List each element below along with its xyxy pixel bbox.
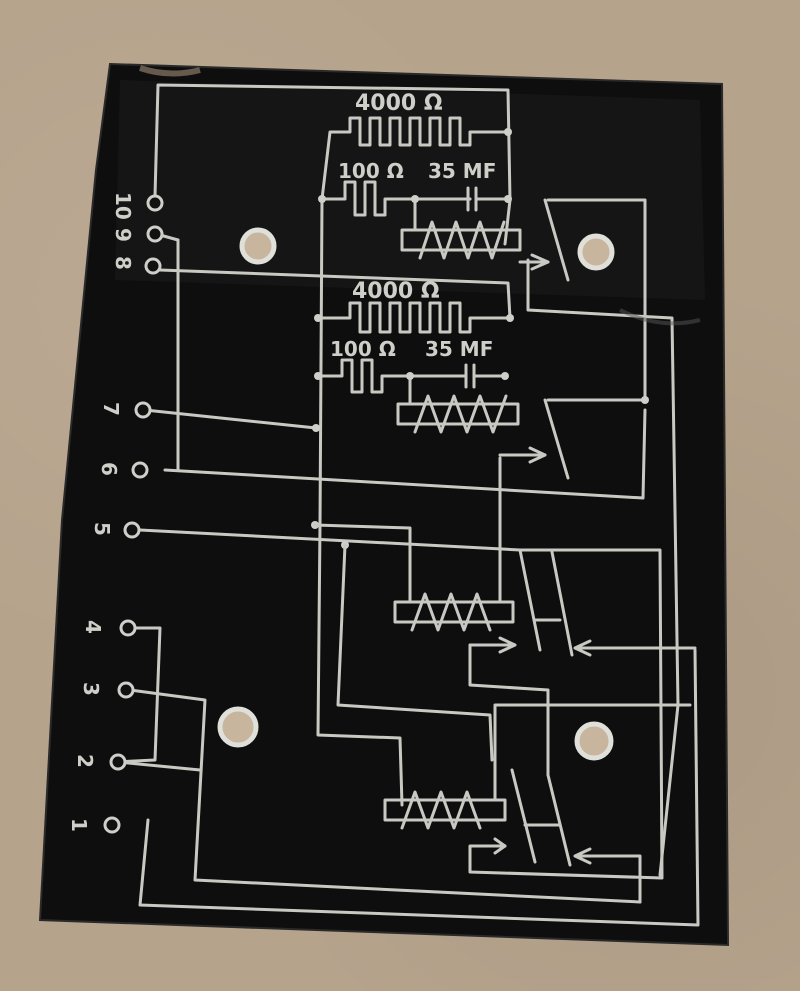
terminal-1 (103, 816, 121, 834)
label-4000-ohm-upper: 4000 Ω (355, 91, 443, 116)
node (314, 372, 322, 380)
trace-main-bus (153, 83, 512, 246)
label-100-ohm-upper: 100 Ω (338, 159, 404, 183)
node (406, 372, 414, 380)
wear-mark (139, 65, 201, 77)
trace-rheostat-mid-left (313, 523, 412, 602)
node (411, 195, 419, 203)
network-lower: 4000 Ω 100 Ω 35 MF (158, 268, 520, 434)
terminal-column: 10 9 8 7 6 5 4 3 2 1 (67, 192, 180, 834)
trace-outer-bottom (138, 648, 700, 927)
terminal-7 (134, 401, 152, 419)
label-35mf-upper: 35 MF (428, 159, 496, 183)
trace-terminal-3-loop (128, 688, 642, 904)
node (318, 195, 326, 203)
node (641, 396, 649, 404)
label-terminal-6: 6 (97, 462, 121, 476)
switch-lower-arrow-b (573, 639, 697, 657)
switch-arrow-middle (528, 446, 547, 464)
rheostat-bottom-coil (400, 790, 482, 830)
label-terminal-7: 7 (99, 402, 123, 416)
trace-long-snake (336, 543, 494, 762)
trace-terminal-4-loop (113, 626, 162, 764)
label-terminal-2: 2 (73, 754, 97, 768)
trace-terminal-2-link (116, 760, 202, 772)
label-terminal-3: 3 (79, 682, 103, 696)
mounting-hole-bottom-right (574, 721, 614, 761)
switch-arrow-upper (530, 253, 550, 271)
terminal-5 (123, 521, 141, 539)
rheostat-lower-coil (413, 394, 508, 434)
mounting-hole-bottom-left (217, 706, 259, 748)
network-lower-switches (113, 456, 700, 927)
switch-bottom-pair (510, 768, 572, 867)
rheostat-upper-frame (400, 228, 522, 252)
resistor-4000-lower (316, 301, 512, 334)
label-100-ohm-lower: 100 Ω (330, 337, 396, 361)
trace-6-return (163, 408, 647, 500)
wear-mark (619, 308, 701, 326)
node (312, 424, 320, 432)
node (504, 195, 512, 203)
label-terminal-5: 5 (90, 522, 114, 536)
switch-bottom-arrow-left (488, 837, 507, 855)
trace-center-vertical (316, 197, 404, 807)
terminal-9 (146, 225, 164, 243)
switch-bottom-arrow-right (573, 847, 642, 904)
label-terminal-4: 4 (81, 620, 105, 634)
rheostat-upper-coil (418, 220, 506, 260)
node (504, 128, 512, 136)
metal-plate (38, 62, 730, 947)
node (506, 314, 514, 322)
capacitor-upper (466, 186, 510, 212)
rheostat-mid-coil (410, 592, 492, 632)
switch-lower-arrow-a (468, 636, 517, 654)
trace-right-loop-outer (526, 258, 680, 877)
switch-lower-pair-a (518, 548, 574, 657)
resistor-100-upper (320, 180, 472, 217)
mounting-hole-top-right (577, 233, 615, 271)
terminal-8 (144, 257, 162, 275)
trace-rheostat-bottom-right (493, 703, 692, 802)
terminal-6 (131, 461, 149, 479)
trace-7-link (143, 408, 318, 430)
capacitor-lower (464, 363, 507, 389)
label-35mf-lower: 35 MF (425, 337, 493, 361)
terminal-2 (109, 753, 127, 771)
label-terminal-9: 9 (111, 228, 135, 242)
label-terminal-10: 10 (111, 192, 135, 220)
trace-right-loop-upper (546, 198, 647, 402)
label-terminal-8: 8 (111, 256, 135, 270)
switch-middle (498, 398, 570, 480)
label-4000-ohm-lower: 4000 Ω (352, 279, 440, 304)
resistor-4000-upper (320, 116, 510, 201)
switch-network-right (138, 198, 680, 880)
switch-upper (518, 198, 570, 282)
label-terminal-1: 1 (67, 818, 91, 832)
trace-lower-middle-jog (468, 643, 550, 777)
network-upper: 4000 Ω 100 Ω 35 MF (318, 91, 522, 260)
terminal-3 (117, 681, 135, 699)
terminal-10 (146, 194, 164, 212)
mounting-hole-top-left (239, 227, 277, 265)
resistor-100-lower (316, 358, 468, 394)
trace-mid-bus (158, 268, 512, 320)
node (501, 372, 509, 380)
terminal-4 (119, 619, 137, 637)
node (314, 314, 322, 322)
